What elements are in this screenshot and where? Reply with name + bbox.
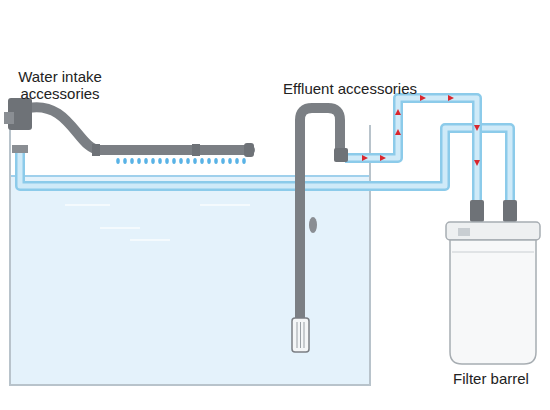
part-label: Filter barrel xyxy=(436,370,546,387)
droplet xyxy=(228,158,232,164)
hoses xyxy=(20,98,510,205)
droplet xyxy=(207,158,211,164)
droplet xyxy=(172,158,176,164)
droplet xyxy=(200,158,204,164)
tank-water xyxy=(10,176,370,385)
droplet xyxy=(130,158,134,164)
droplet xyxy=(144,158,148,164)
filter-barrel xyxy=(446,200,540,364)
droplet xyxy=(151,158,155,164)
effluent-accessory xyxy=(292,108,348,352)
droplet xyxy=(165,158,169,164)
droplet xyxy=(214,158,218,164)
flow-arrows xyxy=(362,95,480,166)
droplet xyxy=(186,158,190,164)
droplet xyxy=(137,158,141,164)
water-ripples xyxy=(65,186,250,240)
part-label: Effluent accessories xyxy=(265,80,435,97)
droplet xyxy=(221,158,225,164)
tank-outline xyxy=(10,125,370,385)
droplet xyxy=(242,158,246,164)
droplet xyxy=(116,158,120,164)
droplet xyxy=(158,158,162,164)
spray-droplets xyxy=(116,158,246,164)
water-intake-accessory xyxy=(4,98,254,157)
droplet xyxy=(235,158,239,164)
droplet xyxy=(179,158,183,164)
droplet xyxy=(123,158,127,164)
part-label: Water intake accessories xyxy=(5,68,115,103)
droplet xyxy=(193,158,197,164)
water-surface xyxy=(10,175,370,177)
